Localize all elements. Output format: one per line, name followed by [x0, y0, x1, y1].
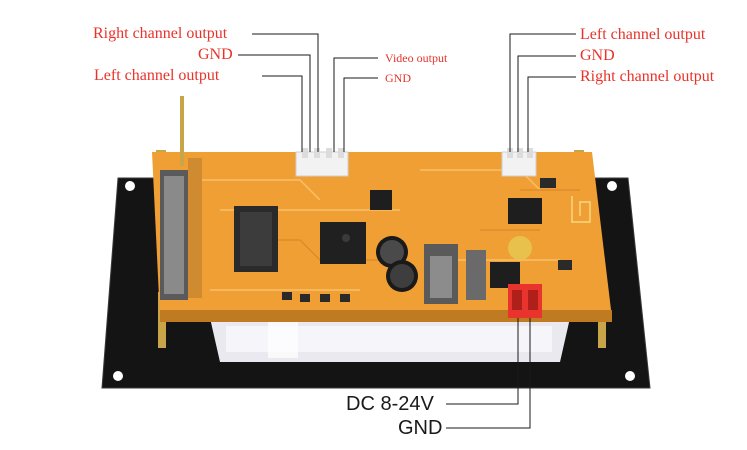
pcb-board — [152, 96, 612, 322]
leader-lines — [238, 33, 576, 429]
label-power-gnd: GND — [398, 417, 443, 439]
label-gnd-left: GND — [198, 46, 233, 63]
label-right-channel-output-right: Right channel output — [580, 68, 715, 85]
label-left-channel-output-left: Left channel output — [94, 67, 220, 84]
display-module — [210, 318, 570, 362]
label-left-channel-output-right: Left channel output — [580, 26, 706, 43]
label-video-gnd: GND — [385, 71, 411, 85]
label-gnd-right: GND — [580, 47, 615, 64]
label-dc-voltage: DC 8-24V — [346, 393, 434, 415]
left-output-connector — [295, 148, 349, 177]
right-output-connector — [501, 148, 537, 177]
power-connector — [508, 284, 542, 318]
label-video-output: Video output — [385, 51, 448, 65]
label-right-channel-output-left: Right channel output — [93, 25, 228, 42]
